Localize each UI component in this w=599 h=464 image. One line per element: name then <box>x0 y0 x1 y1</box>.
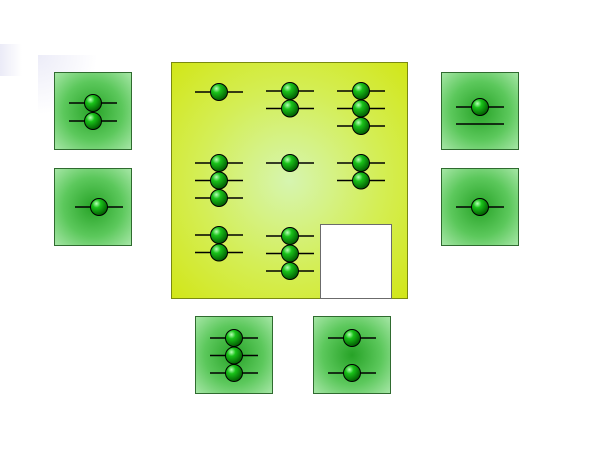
board-r0c1-bead-1 <box>266 82 314 100</box>
board-r1c2-bead-2 <box>337 171 385 190</box>
tile-left-top-bead-1 <box>69 94 117 112</box>
tile-bottom-right-bead-2 <box>328 364 376 382</box>
board-r1c0-bead-2 <box>195 171 243 190</box>
board-r0c2-bead-1 <box>337 82 385 100</box>
tile-right-bottom-bead-1 <box>456 198 504 216</box>
board-r2c0-bead-2 <box>195 243 243 262</box>
board-r2c1-bead-3 <box>266 262 314 280</box>
tile-bottom-left-bead-2 <box>210 346 258 365</box>
tile-bottom-left-bead-1 <box>210 329 258 347</box>
board-r0c0-bead-1 <box>195 83 243 101</box>
tile-bottom-right-bead-1 <box>328 329 376 347</box>
board-r1c0-bead-1 <box>195 154 243 172</box>
tile-left-bottom-bead-1 <box>75 198 123 216</box>
board-r0c2-bead-2 <box>337 99 385 118</box>
board-r2c1-bead-2 <box>266 244 314 263</box>
corner-glow <box>0 44 22 76</box>
tile-bottom-left-bead-3 <box>210 364 258 382</box>
board-r0c1-bead-2 <box>266 99 314 118</box>
tile-left-top-bead-2 <box>69 112 117 130</box>
board-r2c1-bead-1 <box>266 227 314 245</box>
board-r1c1-bead-1 <box>266 154 314 172</box>
board-r1c2-bead-1 <box>337 154 385 172</box>
tray-tile-right-bottom[interactable] <box>441 168 519 246</box>
board-r2c0-bead-1 <box>195 226 243 244</box>
board-r1c0-bead-3 <box>195 189 243 207</box>
empty-board-slot[interactable] <box>320 224 392 299</box>
tile-right-top-bead-1 <box>456 98 504 116</box>
board-r0c2-bead-3 <box>337 117 385 135</box>
